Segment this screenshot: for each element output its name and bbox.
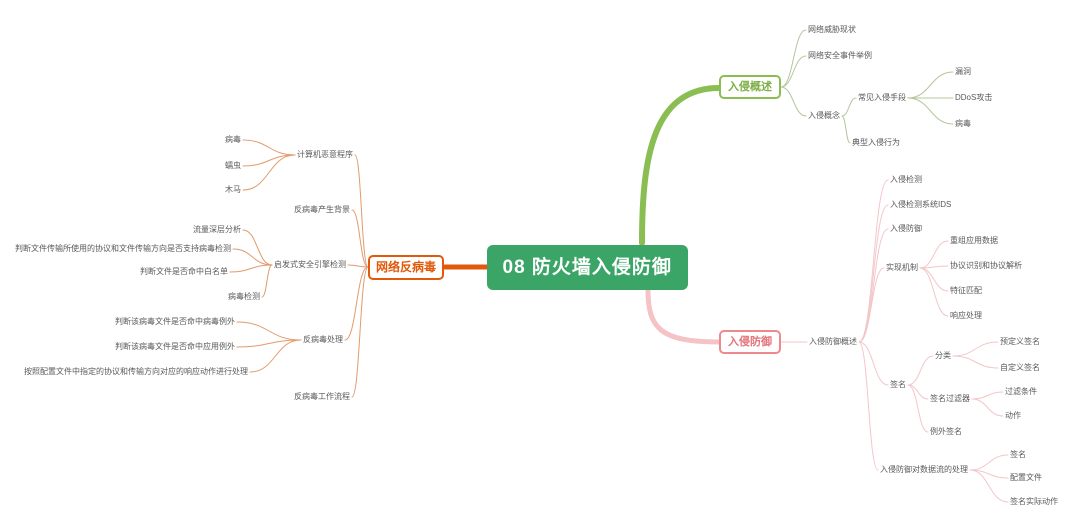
topic-bd1[interactable]: 病毒 <box>225 135 241 144</box>
edge-cl-az <box>249 339 302 373</box>
topic-sd[interactable]: 常见入侵手段 <box>858 93 906 102</box>
edge-qs-gn <box>780 86 807 117</box>
topic-qs[interactable]: 入侵概述 <box>719 75 781 99</box>
topic-rjjc[interactable]: 入侵检测 <box>890 175 922 184</box>
edge-engine-bdjc <box>261 264 273 298</box>
topic-center[interactable]: 08 防火墙入侵防御 <box>486 244 688 290</box>
topic-fb[interactable]: 网络反病毒 <box>368 254 445 280</box>
topic-fl[interactable]: 分类 <box>935 351 951 360</box>
topic-ids[interactable]: 入侵检测系统IDS <box>890 200 952 209</box>
edge-cl-lw2 <box>236 339 302 348</box>
edge-fb-flow <box>351 266 369 398</box>
topic-mm[interactable]: 木马 <box>225 185 241 194</box>
topic-gltj[interactable]: 过滤条件 <box>1005 387 1037 396</box>
edge-qm-lw3 <box>907 384 929 433</box>
edge-handle-sjdz <box>969 469 1009 503</box>
topic-wx[interactable]: 网络威胁现状 <box>808 25 856 34</box>
edge-fb-bg <box>351 209 369 268</box>
topic-tz[interactable]: 特征匹配 <box>950 286 982 295</box>
topic-jz[interactable]: 实现机制 <box>886 263 918 272</box>
topic-xy[interactable]: 协议识别和协议解析 <box>950 261 1022 270</box>
edge-glq-dz <box>971 398 1004 417</box>
edge-sd-ld <box>907 71 954 99</box>
edge-fl-yd <box>952 341 999 357</box>
topic-rc[interactable]: 蠕虫 <box>225 161 241 170</box>
edge-qs-wx <box>780 29 807 88</box>
topic-lw3[interactable]: 例外签名 <box>930 427 962 436</box>
edge-fb-jsj <box>354 154 369 268</box>
edge-engine-bm <box>229 264 273 273</box>
edge-handle-qm2 <box>969 454 1009 471</box>
edge-qm-fl <box>907 355 934 386</box>
edge-cl-lw1 <box>236 321 302 341</box>
topic-az[interactable]: 按照配置文件中指定的协议和传输方向对应的响应动作进行处理 <box>24 367 248 376</box>
edge-fb-engine <box>347 264 369 268</box>
topic-zdy[interactable]: 自定义签名 <box>1000 363 1040 372</box>
topic-xiang[interactable]: 响应处理 <box>950 311 982 320</box>
edge-fl-zdy <box>952 355 999 369</box>
edge-gs-jz <box>858 267 885 343</box>
edge-jz-tz <box>919 267 949 292</box>
topic-ll[interactable]: 流量深层分析 <box>193 225 241 234</box>
edge-jz-xiang <box>919 267 949 317</box>
edge-gs-ids <box>858 204 889 343</box>
edge-fb-cl <box>344 266 369 341</box>
edge-gn-sd <box>841 97 857 117</box>
topic-dz[interactable]: 动作 <box>1005 411 1021 420</box>
topic-lw1[interactable]: 判断该病毒文件是否命中病毒例外 <box>115 317 235 326</box>
edge-engine-ll <box>242 229 273 266</box>
topic-lw2[interactable]: 判断该病毒文件是否命中应用例外 <box>115 342 235 351</box>
topic-bd2[interactable]: 病毒 <box>955 119 971 128</box>
branch-edge-qs <box>639 85 722 246</box>
topic-ddos[interactable]: DDoS攻击 <box>955 93 993 102</box>
topic-engine[interactable]: 启发式安全引擎检测 <box>274 260 346 269</box>
topic-bm[interactable]: 判断文件是否命中白名单 <box>140 267 228 276</box>
topic-bg[interactable]: 反病毒产生背景 <box>294 205 350 214</box>
topic-qm2[interactable]: 签名 <box>1010 450 1026 459</box>
edge-jsj-mm <box>242 154 296 191</box>
topic-pd1[interactable]: 判断文件传输所使用的协议和文件传输方向是否支持病毒检测 <box>15 244 231 253</box>
topic-ld[interactable]: 漏洞 <box>955 67 971 76</box>
topic-bdjc[interactable]: 病毒检测 <box>228 292 260 301</box>
edge-gs-handle <box>858 341 879 471</box>
topic-xw[interactable]: 典型入侵行为 <box>852 138 900 147</box>
edge-engine-pd1 <box>232 248 273 266</box>
topic-flow[interactable]: 反病毒工作流程 <box>294 392 350 401</box>
edge-gs-qm <box>858 341 889 386</box>
topic-qm[interactable]: 签名 <box>890 380 906 389</box>
edge-glq-gltj <box>971 391 1004 400</box>
branch-edge-fy <box>645 287 722 345</box>
edge-jz-zc <box>919 240 949 269</box>
topic-pz[interactable]: 配置文件 <box>1010 473 1042 482</box>
topic-jsj[interactable]: 计算机恶意程序 <box>297 150 353 159</box>
topic-yd[interactable]: 预定义签名 <box>1000 337 1040 346</box>
topic-fy[interactable]: 入侵防御 <box>719 330 781 354</box>
topic-gn[interactable]: 入侵概念 <box>808 111 840 120</box>
topic-zc[interactable]: 重组应用数据 <box>950 236 998 245</box>
edge-jsj-bd1 <box>242 139 296 156</box>
edge-gn-xw <box>841 115 851 144</box>
edge-qs-sj <box>780 55 807 88</box>
topic-glq[interactable]: 签名过滤器 <box>930 394 970 403</box>
topic-cl[interactable]: 反病毒处理 <box>303 335 343 344</box>
topic-sjdz[interactable]: 签名实际动作 <box>1010 497 1058 506</box>
topic-handle[interactable]: 入侵防御对数据流的处理 <box>880 465 968 474</box>
edge-gs-rqfy <box>858 228 889 343</box>
edge-gs-rjjc <box>858 179 889 343</box>
edge-sd-bd2 <box>907 97 954 125</box>
topic-rqfy[interactable]: 入侵防御 <box>890 224 922 233</box>
topic-gs[interactable]: 入侵防御概述 <box>809 337 857 346</box>
topic-sj[interactable]: 网络安全事件举例 <box>808 51 872 60</box>
